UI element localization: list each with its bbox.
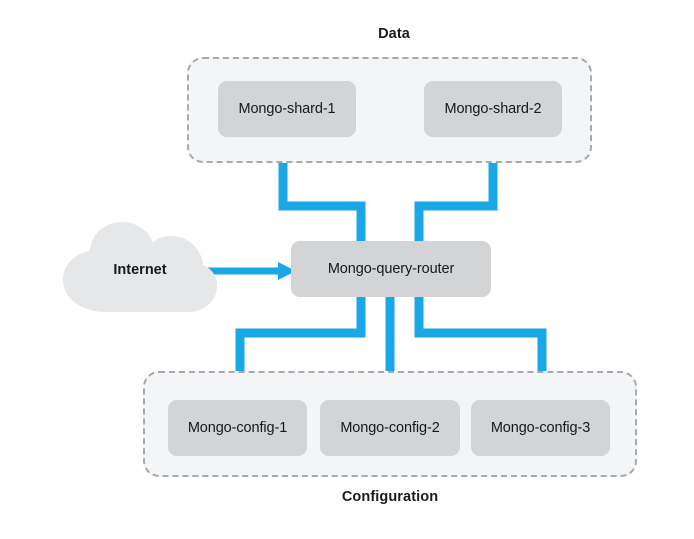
node-mongo-config-1[interactable]: Mongo-config-1	[168, 400, 307, 456]
node-mongo-query-router[interactable]: Mongo-query-router	[291, 241, 491, 297]
node-mongo-config-2[interactable]: Mongo-config-2	[320, 400, 460, 456]
node-mongo-config-3[interactable]: Mongo-config-3	[471, 400, 610, 456]
cloud-shape-internet	[60, 218, 220, 314]
node-internet-label: Internet	[113, 262, 167, 278]
node-mongo-shard-1[interactable]: Mongo-shard-1	[218, 81, 356, 137]
cloud-icon	[63, 222, 218, 312]
node-mongo-shard-2[interactable]: Mongo-shard-2	[424, 81, 562, 137]
group-label-data: Data	[378, 26, 410, 42]
group-label-configuration: Configuration	[341, 489, 439, 505]
